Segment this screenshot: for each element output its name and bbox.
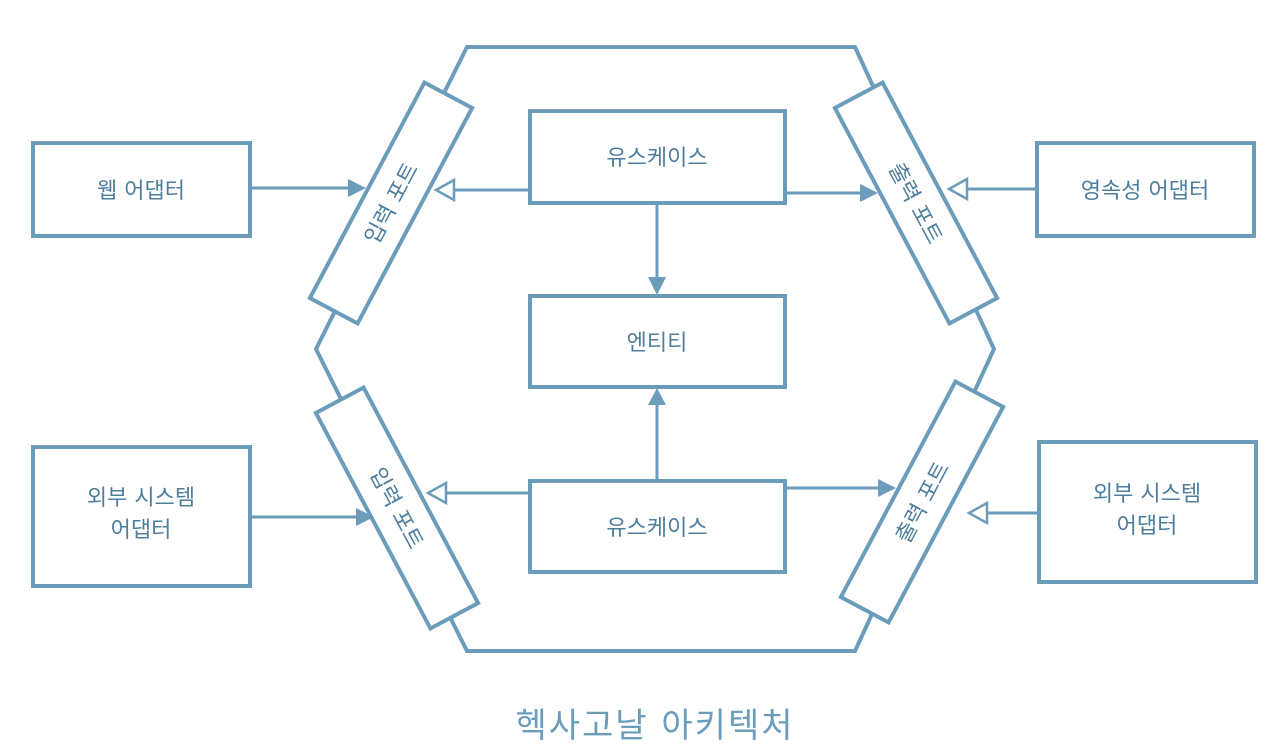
input-port-bottom-hollow-arrowhead [425,480,448,506]
output-port-bottom-arrowhead [878,479,896,497]
external-adapter-right-line2: 어댑터 [1117,514,1178,539]
external-adapter-right-line1: 외부 시스템 [1093,482,1201,507]
hexagon-boundary [313,45,997,653]
usecase-bottom-box: 유스케이스 [528,479,787,574]
usecase-bottom-label: 유스케이스 [606,516,707,541]
persistence-adapter-box: 영속성 어댑터 [1035,141,1256,238]
entity-label: 엔티티 [627,331,688,356]
output-port-bottom-hollow-arrowhead [966,500,989,526]
entity-top-arrowhead [648,277,666,295]
input-port-bottom-arrowhead [356,508,374,526]
input-port-top-arrowhead [348,179,366,197]
external-adapter-left-line2: 어댑터 [111,518,172,543]
entity-bottom-arrowhead [648,388,666,405]
input-port-top-hollow-arrowhead [433,177,456,203]
usecase-top-label: 유스케이스 [606,146,707,171]
output-port-top: 출력 포트 [832,79,1000,327]
external-adapter-left-box: 외부 시스템 어댑터 [31,445,252,588]
usecase-top-box: 유스케이스 [528,109,787,205]
input-port-bottom: 입력 포트 [313,384,481,632]
output-port-top-arrowhead [860,184,878,202]
input-port-top: 입력 포트 [307,79,475,327]
output-port-bottom: 출력 포트 [838,378,1006,626]
entity-box: 엔티티 [528,294,787,389]
output-port-top-hollow-arrowhead [946,176,969,202]
external-adapter-right-box: 외부 시스템 어댑터 [1037,440,1258,584]
external-adapter-left-line1: 외부 시스템 [87,486,195,511]
diagram-caption: 헥사고날 아키텍처 [515,706,794,746]
persistence-adapter-label: 영속성 어댑터 [1081,179,1209,204]
web-adapter-box: 웹 어댑터 [31,141,252,238]
web-adapter-label: 웹 어댑터 [97,179,185,204]
